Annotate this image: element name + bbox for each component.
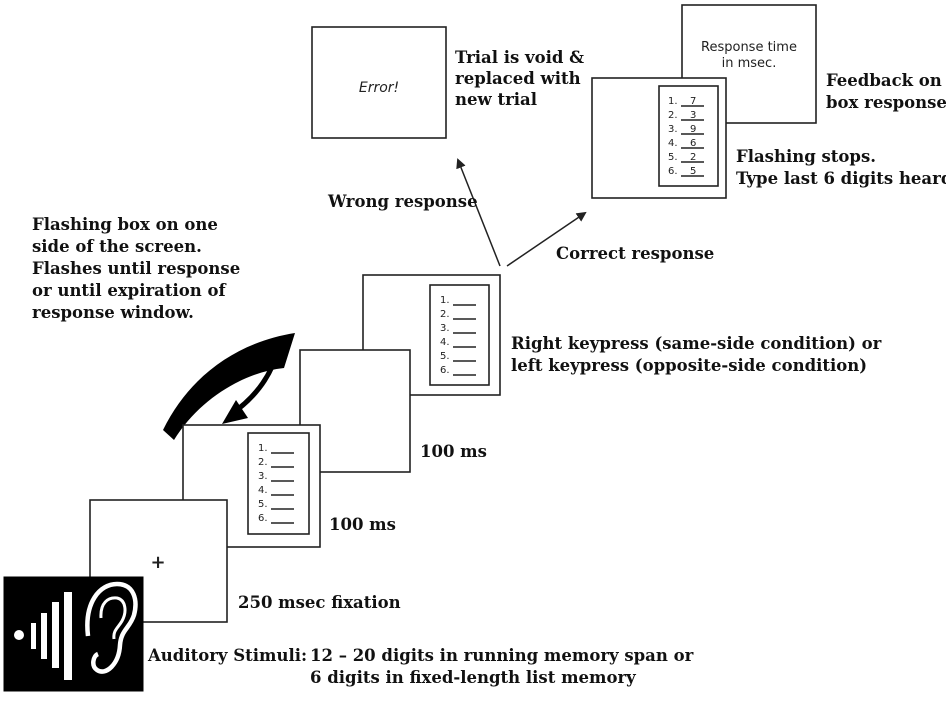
stimulus-line2: 6 digits in fixed-length list memory	[310, 668, 636, 687]
slot-label: 4.	[258, 485, 268, 496]
slot-label: 5.	[440, 351, 450, 362]
slot-label: 1.	[440, 295, 450, 306]
correct-response-arrow	[506, 211, 587, 267]
typed-digit: 5	[690, 166, 696, 177]
typed-digit: 6	[690, 138, 696, 149]
error-screen	[311, 26, 447, 139]
typed-digit: 9	[690, 124, 696, 135]
fixation-cross: +	[150, 552, 165, 573]
void-desc-line2: replaced with	[455, 69, 581, 88]
list-box-slots: 1. 2. 3. 4. 5. 6.	[258, 443, 294, 524]
response-list: 1. 7 2. 3 3. 9 4. 6 5. 2 6. 5	[668, 96, 704, 177]
typed-digit: 2	[690, 152, 696, 163]
flash-desc-line1: Flashing box on one	[32, 215, 218, 234]
keypress-list-box	[429, 284, 490, 386]
flash-desc-line5: response window.	[32, 303, 194, 322]
response-list-box	[658, 85, 719, 187]
list-box	[247, 432, 310, 535]
error-message: Error!	[359, 80, 399, 96]
void-desc-line3: new trial	[455, 90, 537, 109]
stimulus-label: Auditory Stimuli:	[147, 646, 307, 665]
slot-label: 1.	[258, 443, 268, 454]
slot-label: 3.	[440, 323, 450, 334]
slot-label: 6.	[668, 166, 678, 177]
flash-desc-line3: Flashes until response	[32, 259, 240, 278]
slot-label: 2.	[668, 110, 678, 121]
slot-label: 4.	[440, 337, 450, 348]
timing-blank-label: 100 ms	[420, 442, 487, 461]
timing-list-label: 100 ms	[329, 515, 396, 534]
correct-response-label: Correct response	[556, 244, 714, 263]
fixation-screen	[89, 499, 228, 623]
keypress-line2: left keypress (opposite-side condition)	[511, 356, 867, 375]
flash-stop-line2: Type last 6 digits heard	[736, 169, 946, 188]
slot-label: 6.	[258, 513, 268, 524]
keypress-list: 1. 2. 3. 4. 5. 6.	[440, 295, 476, 376]
curved-arrow-icon	[163, 333, 295, 440]
response-time-line1: Response time	[701, 40, 797, 55]
flash-desc-line4: or until expiration of	[32, 281, 227, 300]
typed-digit: 7	[690, 96, 696, 107]
slot-label: 3.	[668, 124, 678, 135]
flash-stop-line1: Flashing stops.	[736, 147, 876, 166]
stimulus-line1: 12 – 20 digits in running memory span or	[310, 646, 694, 665]
feedback-desc-line2: box response	[826, 93, 946, 112]
keypress-line1: Right keypress (same-side condition) or	[511, 334, 882, 353]
response-time-line2: in msec.	[722, 56, 777, 71]
slot-label: 6.	[440, 365, 450, 376]
wrong-response-arrow	[456, 158, 501, 267]
feedback-desc-line1: Feedback on	[826, 71, 942, 90]
slot-label: 1.	[668, 96, 678, 107]
slot-label: 2.	[258, 457, 268, 468]
slot-label: 5.	[258, 499, 268, 510]
slot-label: 3.	[258, 471, 268, 482]
slot-label: 2.	[440, 309, 450, 320]
slot-label: 4.	[668, 138, 678, 149]
slot-label: 5.	[668, 152, 678, 163]
ear-sound-icon	[3, 576, 144, 692]
wrong-response-label: Wrong response	[327, 192, 478, 211]
void-desc-line1: Trial is void &	[455, 48, 584, 67]
fixation-label: 250 msec fixation	[238, 593, 401, 612]
typed-digit: 3	[690, 110, 696, 121]
flash-desc-line2: side of the screen.	[32, 237, 202, 256]
